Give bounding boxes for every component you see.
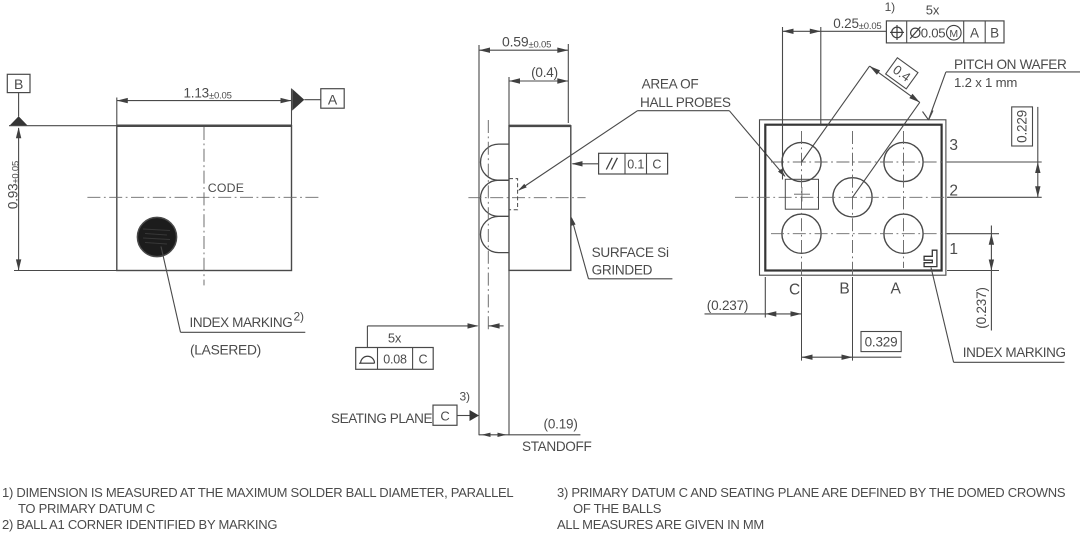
svg-text:C: C <box>652 157 661 171</box>
svg-text:0.229: 0.229 <box>1015 110 1030 143</box>
svg-text:STANDOFF: STANDOFF <box>522 439 591 454</box>
svg-text:1) DIMENSION IS MEASURED AT TH: 1) DIMENSION IS MEASURED AT THE MAXIMUM … <box>2 485 513 500</box>
svg-text:C: C <box>440 408 449 423</box>
svg-text:C: C <box>789 281 800 298</box>
svg-text:3) PRIMARY DATUM C AND SEATING: 3) PRIMARY DATUM C AND SEATING PLANE ARE… <box>557 485 1066 500</box>
svg-text:PITCH ON WAFER: PITCH ON WAFER <box>954 57 1067 72</box>
svg-text:B: B <box>990 25 999 40</box>
svg-text:2): 2) <box>294 310 304 324</box>
svg-text:INDEX MARKING: INDEX MARKING <box>963 345 1066 360</box>
svg-text:3): 3) <box>460 390 470 404</box>
svg-text:3: 3 <box>949 137 957 154</box>
svg-text:1: 1 <box>949 241 957 258</box>
svg-text:SEATING PLANE: SEATING PLANE <box>331 411 432 426</box>
svg-text:B: B <box>839 280 849 297</box>
svg-text:(0.4): (0.4) <box>531 65 558 80</box>
svg-text:2) BALL A1 CORNER IDENTIFIED B: 2) BALL A1 CORNER IDENTIFIED BY MARKING <box>2 517 277 532</box>
svg-text:(0.237): (0.237) <box>974 287 989 328</box>
svg-text:B: B <box>14 76 23 92</box>
svg-text:(0.237): (0.237) <box>707 298 748 313</box>
svg-text:5x: 5x <box>926 3 940 18</box>
svg-text:A: A <box>328 91 338 107</box>
svg-text:GRINDED: GRINDED <box>592 263 653 278</box>
svg-text:1): 1) <box>885 0 895 14</box>
svg-text:SURFACE Si: SURFACE Si <box>592 245 669 260</box>
svg-text:0.1: 0.1 <box>627 157 644 171</box>
svg-text:ALL MEASURES ARE GIVEN IN MM: ALL MEASURES ARE GIVEN IN MM <box>557 517 764 532</box>
svg-text:5x: 5x <box>388 331 402 346</box>
svg-text:(LASERED): (LASERED) <box>190 342 261 357</box>
svg-text:INDEX MARKING: INDEX MARKING <box>190 315 293 330</box>
svg-text:M: M <box>949 28 958 40</box>
svg-text:TO PRIMARY DATUM C: TO PRIMARY DATUM C <box>18 501 155 516</box>
svg-text:0.329: 0.329 <box>865 335 898 350</box>
svg-text:HALL PROBES: HALL PROBES <box>640 95 731 110</box>
svg-text:0.05: 0.05 <box>921 25 945 40</box>
svg-text:2: 2 <box>949 183 957 200</box>
svg-text:OF THE BALLS: OF THE BALLS <box>573 501 662 516</box>
svg-text:C: C <box>418 352 427 366</box>
svg-text:A: A <box>891 280 902 297</box>
svg-text:1.2 x 1 mm: 1.2 x 1 mm <box>954 75 1017 90</box>
svg-text:0.08: 0.08 <box>383 352 407 366</box>
svg-text:CODE: CODE <box>208 181 245 195</box>
svg-text:(0.19): (0.19) <box>544 417 578 432</box>
svg-text:AREA OF: AREA OF <box>642 77 699 92</box>
svg-text:A: A <box>970 25 979 40</box>
